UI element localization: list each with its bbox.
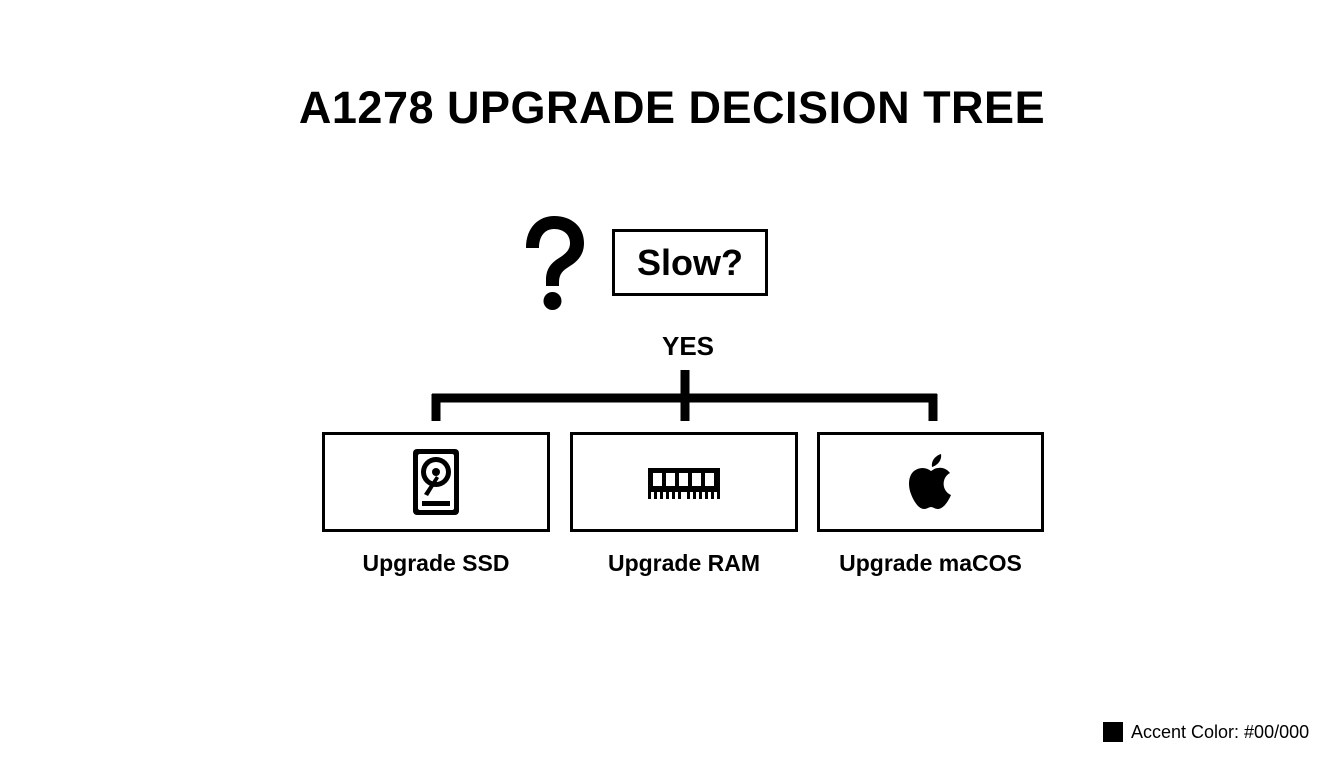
diagram-title: A1278 UPGRADE DECISION TREE [298,82,1046,133]
apple-logo-icon [908,454,951,509]
accent-color-text: Accent Color: #00/000 [1131,721,1310,742]
option-node-ram [570,432,798,532]
question-mark-icon [526,216,584,310]
hard-drive-icon [413,449,459,515]
option-label-macos: Upgrade maCOS [839,550,1022,576]
accent-color-legend: Accent Color: #00/000 [1103,720,1309,744]
question-node: Slow? [612,229,768,296]
option-node-ssd [322,432,550,532]
ram-module-icon [648,468,720,499]
option-label-ssd: Upgrade SSD [362,550,510,576]
question-node-label: Slow? [637,241,743,283]
option-label-ram: Upgrade RAM [607,550,761,576]
option-node-macos [817,432,1044,532]
branch-label-yes: YES [661,331,715,361]
accent-color-swatch [1103,722,1123,742]
